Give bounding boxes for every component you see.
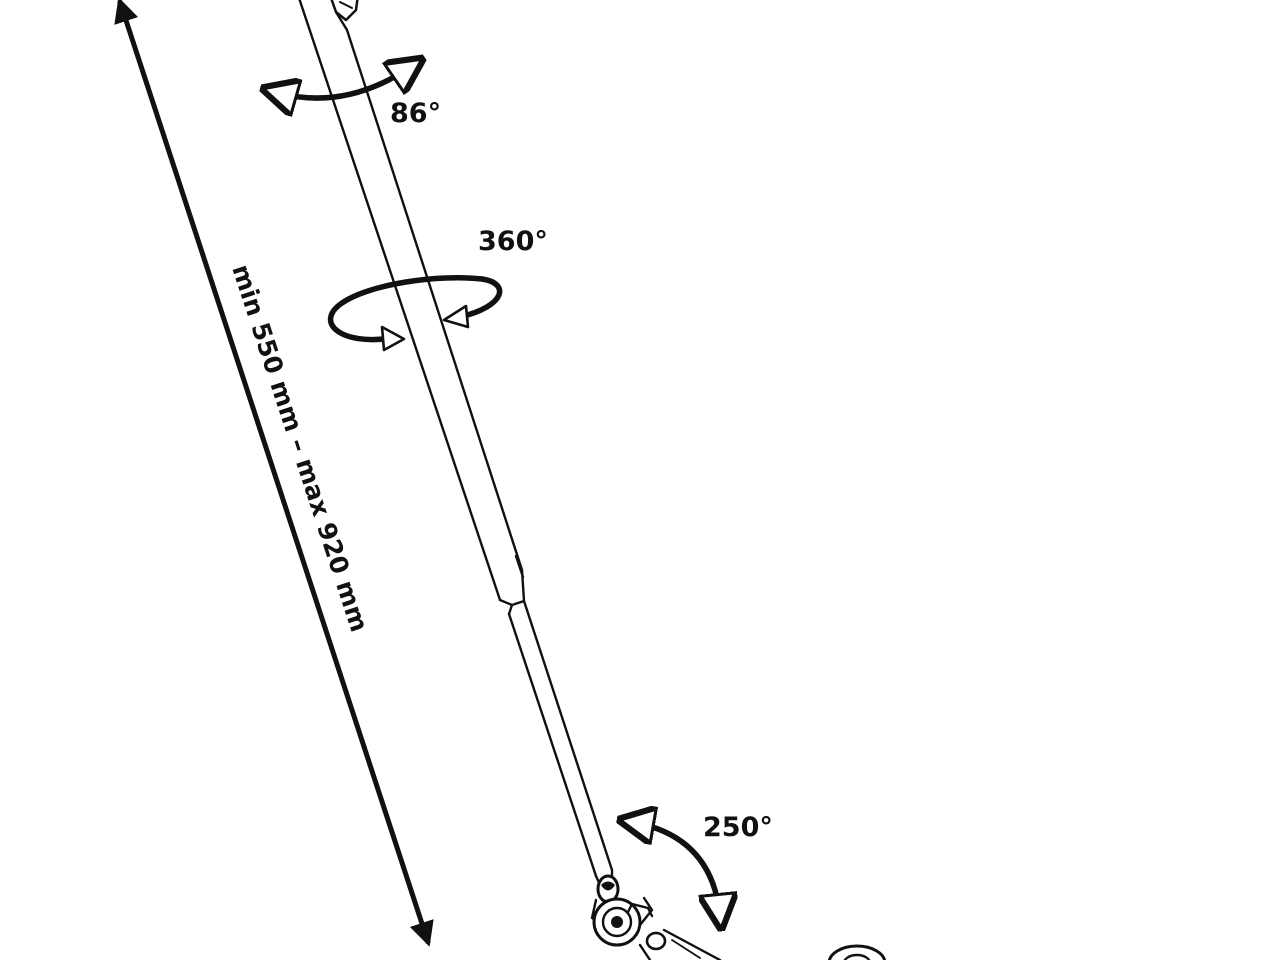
length-dimension-line bbox=[114, 0, 434, 947]
angle-250-indicator: 250° bbox=[632, 812, 773, 916]
rotation-arrow-back-icon bbox=[327, 274, 485, 343]
top-bracket bbox=[330, 0, 359, 22]
angle-360-indicator: 360° bbox=[327, 226, 548, 352]
length-label: min 550 mm – max 920 mm bbox=[226, 261, 374, 636]
lower-tube bbox=[507, 599, 614, 878]
telescope-collar bbox=[498, 554, 526, 607]
angle-86-label: 86° bbox=[390, 98, 441, 129]
angle-250-label: 250° bbox=[703, 812, 773, 843]
elbow-joint bbox=[590, 868, 654, 947]
base-disc bbox=[827, 944, 887, 960]
angle-360-label: 360° bbox=[478, 226, 548, 257]
curved-arrow-icon bbox=[275, 66, 412, 98]
rotation-arrow-front-icon bbox=[457, 276, 503, 320]
base-arm bbox=[638, 928, 722, 960]
length-dimension: min 550 mm – max 920 mm bbox=[114, 0, 434, 947]
angle-86-indicator: 86° bbox=[275, 66, 441, 129]
curved-arrow-icon bbox=[632, 822, 720, 916]
